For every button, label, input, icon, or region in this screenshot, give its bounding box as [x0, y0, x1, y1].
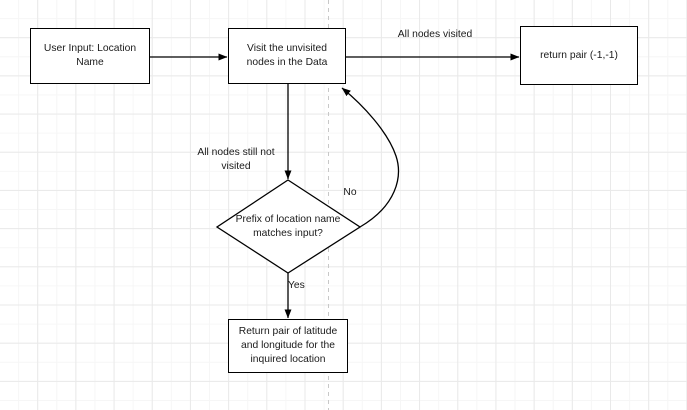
edge-decision-no-to-visit: [341, 87, 400, 228]
edge-label-no: No: [343, 187, 357, 198]
node-return-lat-lon[interactable]: Return pair of latitude and longitude fo…: [228, 319, 348, 373]
decision-diamond-shape: [215, 179, 362, 274]
node-visit-unvisited[interactable]: Visit the unvisited nodes in the Data: [228, 28, 346, 84]
edge-label-all-nodes-visited: All nodes visited: [397, 29, 473, 40]
edge-label-yes: Yes: [288, 280, 305, 291]
edge-label-all-nodes-still-not-visited: All nodes still not visited: [197, 147, 275, 172]
node-user-input[interactable]: User Input: Location Name: [30, 28, 150, 84]
node-return-negative-pair[interactable]: return pair (-1,-1): [520, 26, 638, 85]
node-decision-prefix-match-label: Prefix of location name matches input?: [235, 214, 341, 239]
